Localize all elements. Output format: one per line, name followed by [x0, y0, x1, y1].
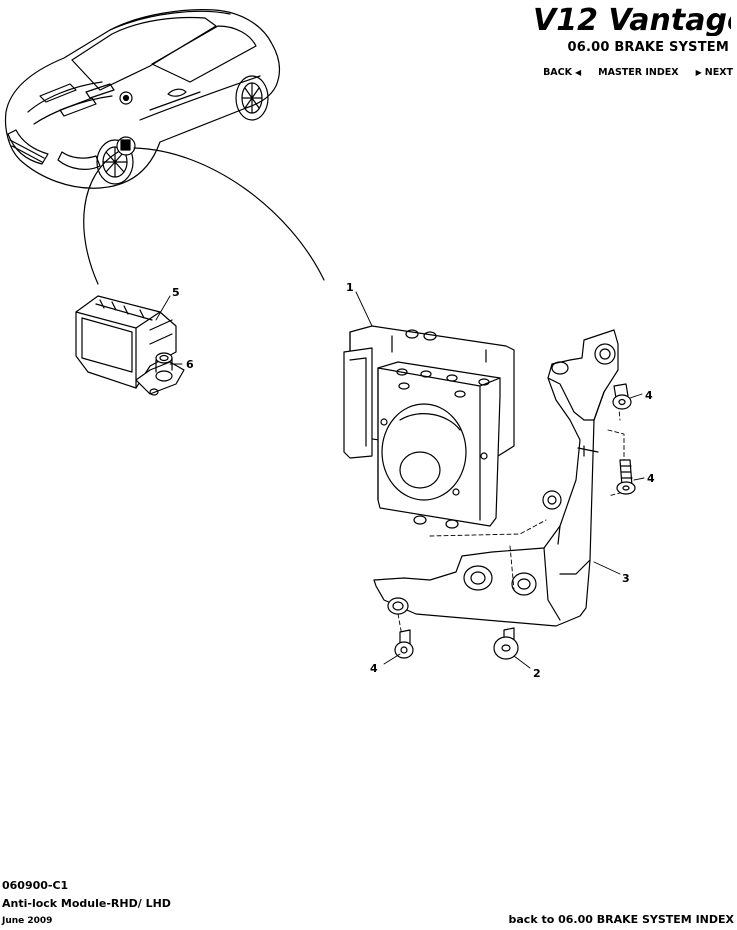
publication-date: June 2009 — [2, 916, 53, 926]
back-label: BACK — [543, 67, 572, 78]
master-index-link[interactable]: MASTER INDEX — [598, 67, 679, 78]
back-link[interactable]: BACK ◀ — [543, 67, 584, 78]
bolt-top — [612, 383, 632, 410]
callout-4-middle: 4 — [647, 472, 655, 485]
callout-5: 5 — [172, 286, 180, 299]
parts-diagram: 1 2 3 4 4 4 5 6 — [4, 9, 655, 680]
leader-arc-abs — [133, 147, 325, 281]
callout-3: 3 — [622, 572, 630, 585]
bracket-part — [373, 329, 619, 627]
navigation-bar: BACK ◀ MASTER INDEX ▶ NEXT — [543, 67, 733, 78]
callout-leaders — [155, 291, 645, 669]
callout-4-top: 4 — [645, 389, 653, 402]
back-to-index-link[interactable]: back to 06.00 BRAKE SYSTEM INDEX — [508, 913, 735, 926]
next-link[interactable]: ▶ NEXT — [693, 67, 733, 78]
bolt-bottom-right — [493, 627, 519, 660]
callout-1: 1 — [346, 281, 354, 294]
yaw-sensor-part — [75, 295, 185, 396]
next-label: NEXT — [704, 67, 733, 78]
leader-arc-sensor — [83, 151, 119, 285]
triangle-left-icon: ◀ — [575, 68, 582, 77]
logo-text: V12 Vantage — [533, 3, 731, 36]
bolt-bottom-left — [394, 629, 414, 659]
callout-4-bottom: 4 — [370, 662, 378, 675]
abs-module-part — [343, 325, 515, 529]
bolt-middle — [616, 459, 636, 495]
triangle-right-icon: ▶ — [695, 68, 702, 77]
part-code: 060900-C1 — [2, 879, 69, 892]
car-illustration — [4, 9, 281, 189]
callout-2: 2 — [533, 667, 541, 680]
brand-logo: V12 Vantage — [533, 3, 731, 36]
part-description: Anti-lock Module-RHD/ LHD — [2, 897, 171, 910]
section-title: 06.00 BRAKE SYSTEM — [567, 40, 729, 55]
callout-6: 6 — [186, 358, 194, 371]
